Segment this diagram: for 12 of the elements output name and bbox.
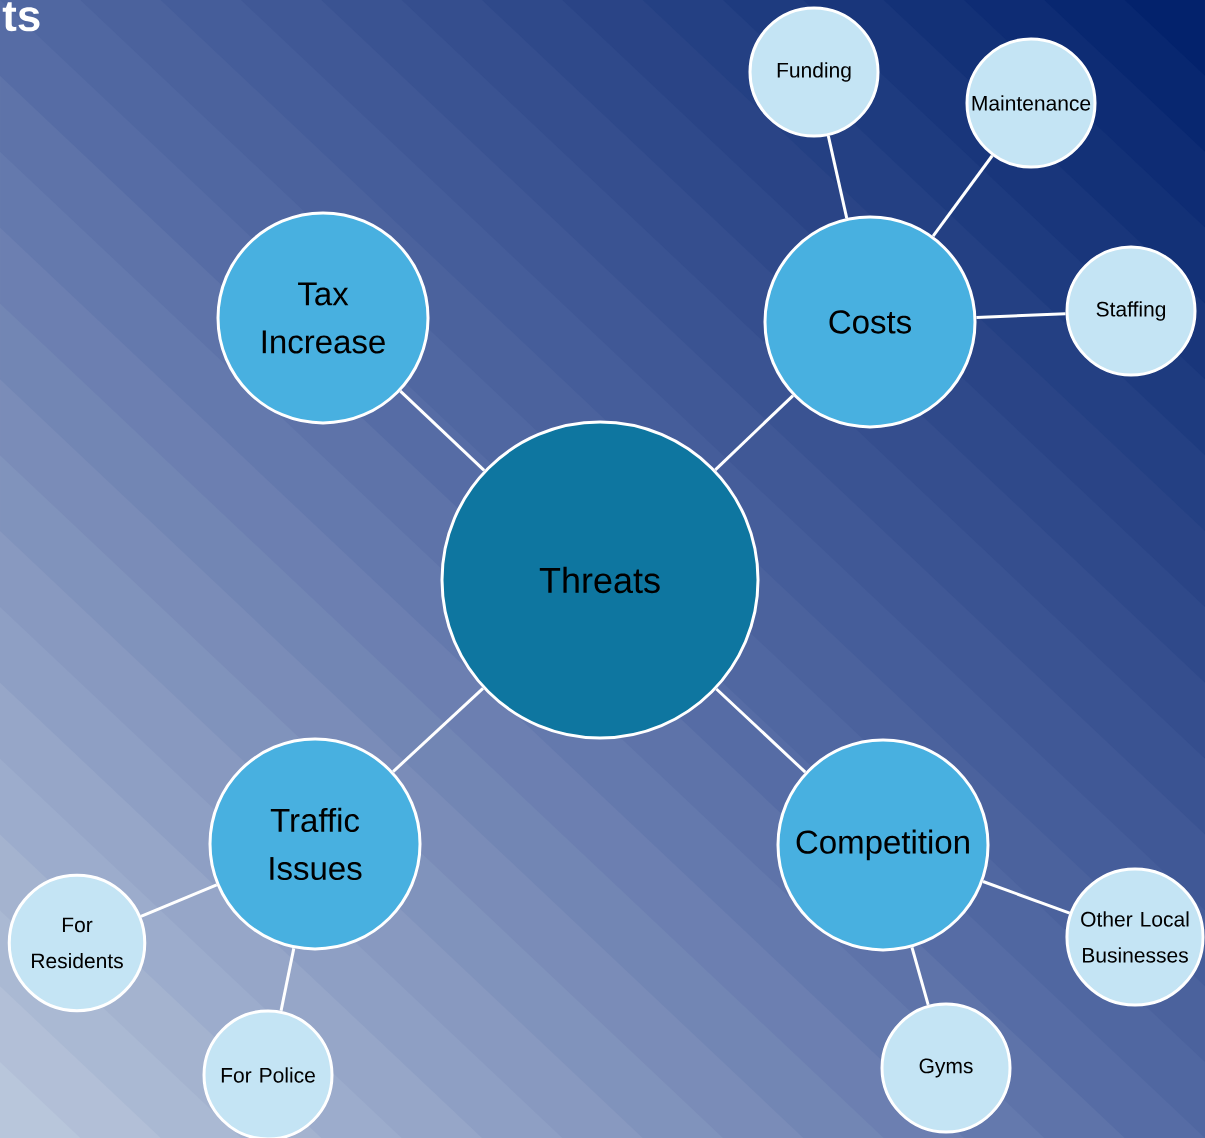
connector-line: [392, 687, 484, 773]
connector-line: [399, 390, 486, 472]
connector-line: [714, 394, 795, 471]
connector-line: [715, 687, 807, 774]
connector-line: [279, 948, 296, 1012]
connector-line: [910, 947, 930, 1006]
connector-line: [140, 883, 218, 918]
title: ts: [2, 2, 40, 32]
connector-line: [976, 312, 1066, 319]
connector-line: [931, 154, 994, 238]
connector-line: [826, 135, 849, 219]
connector-line: [982, 880, 1071, 915]
